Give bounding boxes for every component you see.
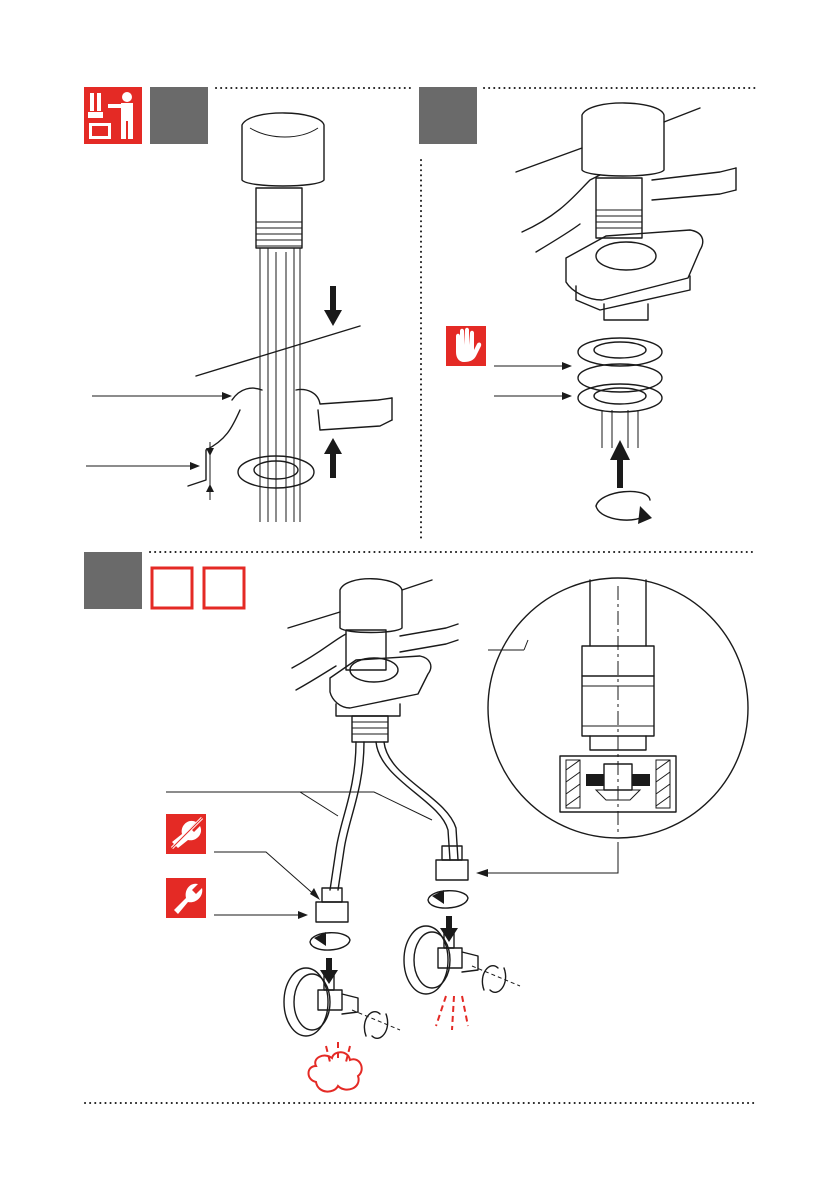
step-number-box-3 [84, 552, 142, 609]
step-number-box-1 [150, 87, 208, 144]
step-number-box-2 [419, 87, 477, 144]
panel-3-drawing [166, 579, 618, 1039]
water-spray-icon [309, 1042, 362, 1092]
checkbox-2[interactable] [204, 568, 244, 608]
detail-cross-section [488, 578, 748, 838]
tools-and-installer-icon [84, 87, 142, 144]
wrench-icon [166, 878, 206, 918]
checkbox-1[interactable] [152, 568, 192, 608]
panel-1-drawing [86, 113, 392, 522]
panel-2-drawing [494, 103, 736, 524]
hand-stop-icon [446, 326, 486, 366]
no-tool-icon [166, 814, 206, 854]
